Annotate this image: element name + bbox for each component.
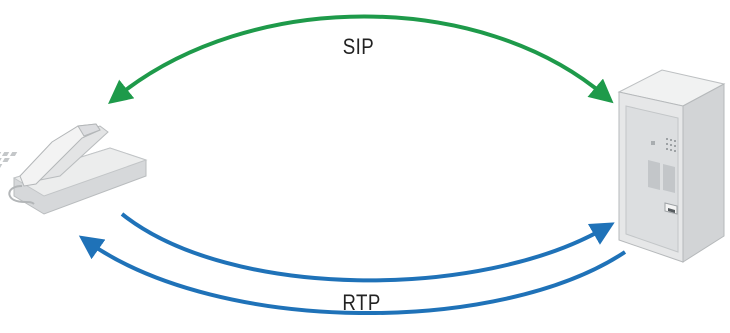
- sip-arrow: [108, 14, 614, 105]
- telephone-icon: [0, 123, 148, 215]
- rtp-arrow-to-phone: [78, 235, 627, 316]
- rtp-arrow-to-server: [120, 212, 615, 283]
- rtp-label: RTP: [342, 290, 381, 315]
- server-cabinet-icon: [617, 69, 726, 263]
- sip-label: SIP: [342, 34, 375, 59]
